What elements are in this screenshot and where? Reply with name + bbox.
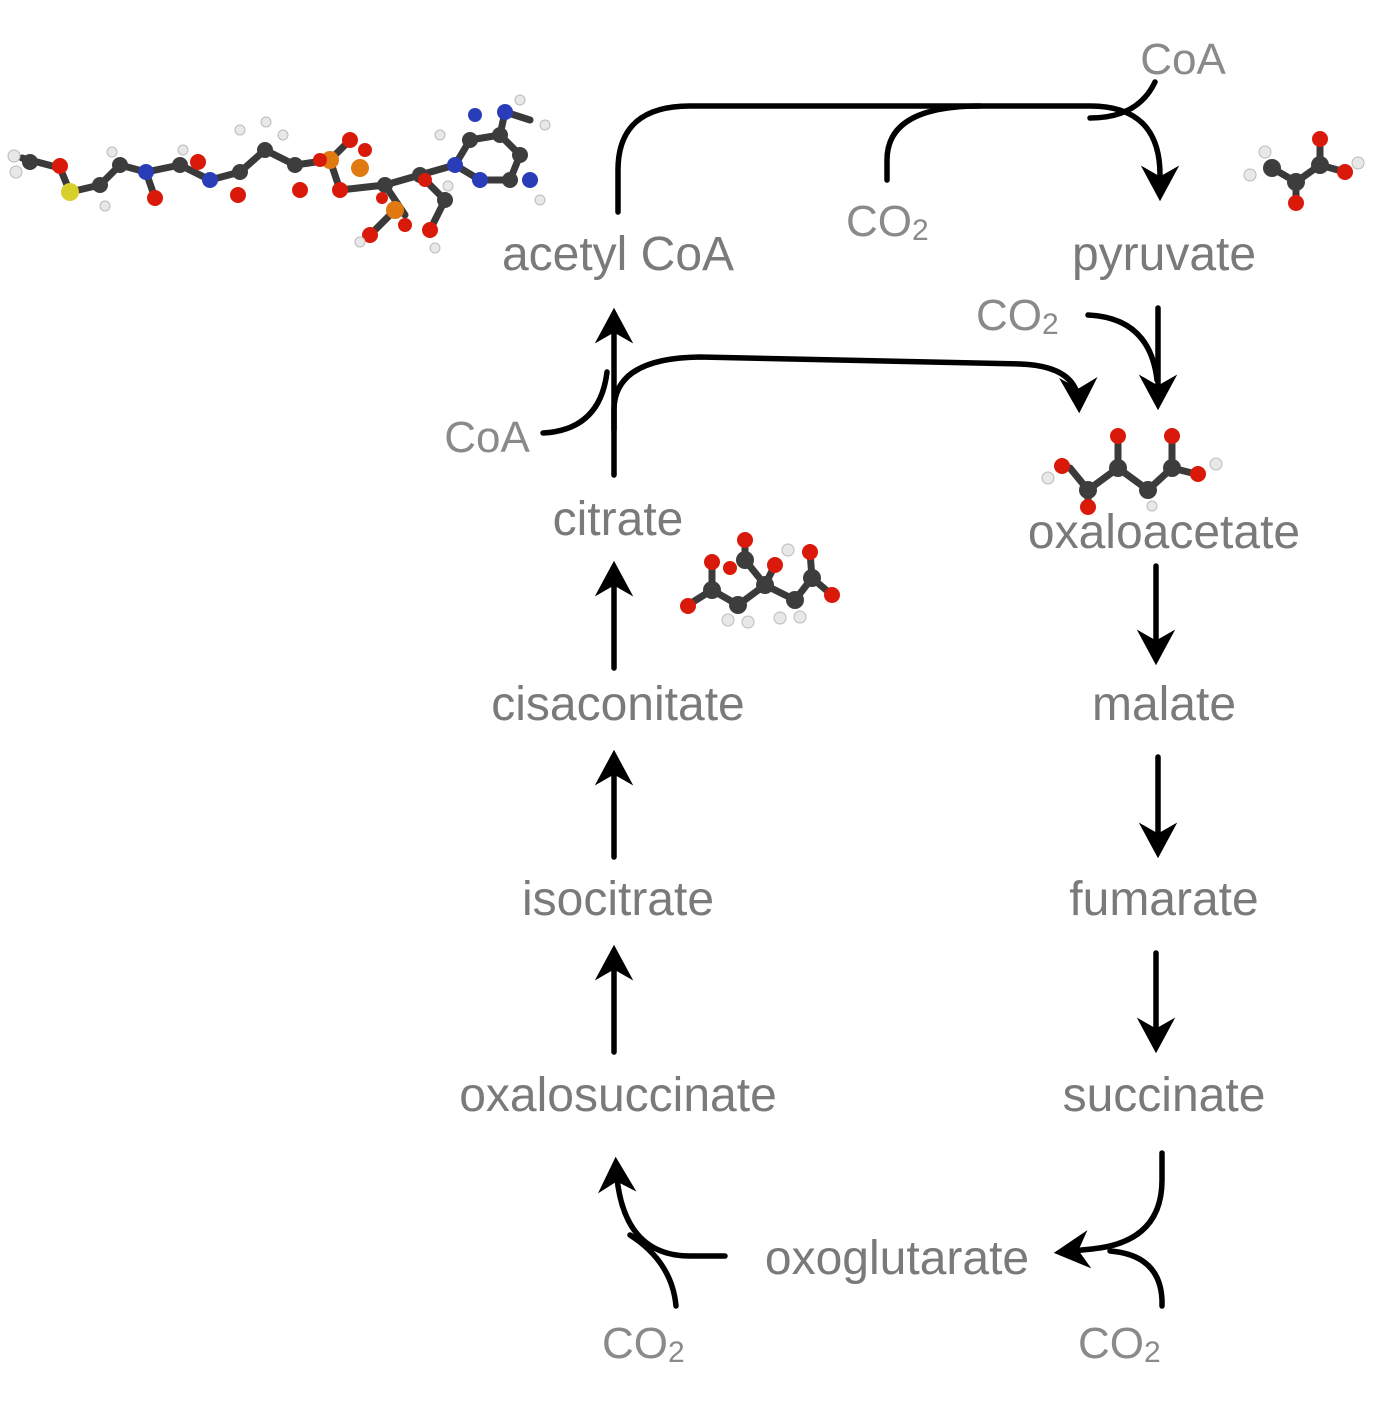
label-oxoglutarate: oxoglutarate (765, 1232, 1029, 1285)
label-isocitrate: isocitrate (522, 873, 714, 926)
citrate-model (680, 532, 840, 629)
arrow-succinate-to-oxoglutarate (1053, 1150, 1165, 1269)
label-oxaloacetate: oxaloacetate (1028, 506, 1300, 559)
acetyl-coa-model (7, 94, 551, 254)
metabolite-labels: acetyl CoA pyruvate citrate oxaloacetate… (459, 228, 1300, 1285)
label-fumarate: fumarate (1069, 873, 1258, 926)
label-acetyl-coa: acetyl CoA (502, 228, 734, 281)
pyruvate-model (1243, 131, 1365, 211)
arrow-coa-top-branch (1087, 79, 1158, 121)
label-co2-bottom-right: CO2 (1078, 1319, 1161, 1369)
label-co2-pyruvate: CO2 (976, 291, 1059, 341)
label-malate: malate (1092, 678, 1236, 731)
arrow-acetylcoa-to-pyruvate (615, 103, 1180, 215)
arrow-co2-pyruvate-branch (1085, 312, 1160, 383)
label-pyruvate: pyruvate (1072, 228, 1256, 281)
label-oxalosuccinate: oxalosuccinate (459, 1069, 777, 1122)
arrow-oxoglutarate-to-oxalosuccinate (597, 1156, 728, 1259)
arrow-coa-left-branch (540, 369, 610, 436)
label-cisaconitate: cisaconitate (491, 678, 744, 731)
oxaloacetate-model (1041, 428, 1223, 515)
arrow-co2-bottomright-branch (1107, 1248, 1165, 1309)
cofactor-labels: CoA CoA CO2 CO2 CO2 CO2 (444, 35, 1226, 1369)
arrow-co2-top-branch (884, 103, 983, 183)
label-succinate: succinate (1063, 1069, 1266, 1122)
label-coa-top: CoA (1140, 35, 1226, 84)
label-co2-top: CO2 (846, 197, 929, 247)
arrow-co2-bottomleft-branch (627, 1232, 679, 1309)
label-citrate: citrate (553, 493, 684, 546)
label-coa-left: CoA (444, 413, 530, 462)
arrows (540, 79, 1180, 1309)
label-co2-bottom-left: CO2 (602, 1319, 685, 1369)
arrow-citrate-to-oxaloacetate (611, 354, 1098, 433)
